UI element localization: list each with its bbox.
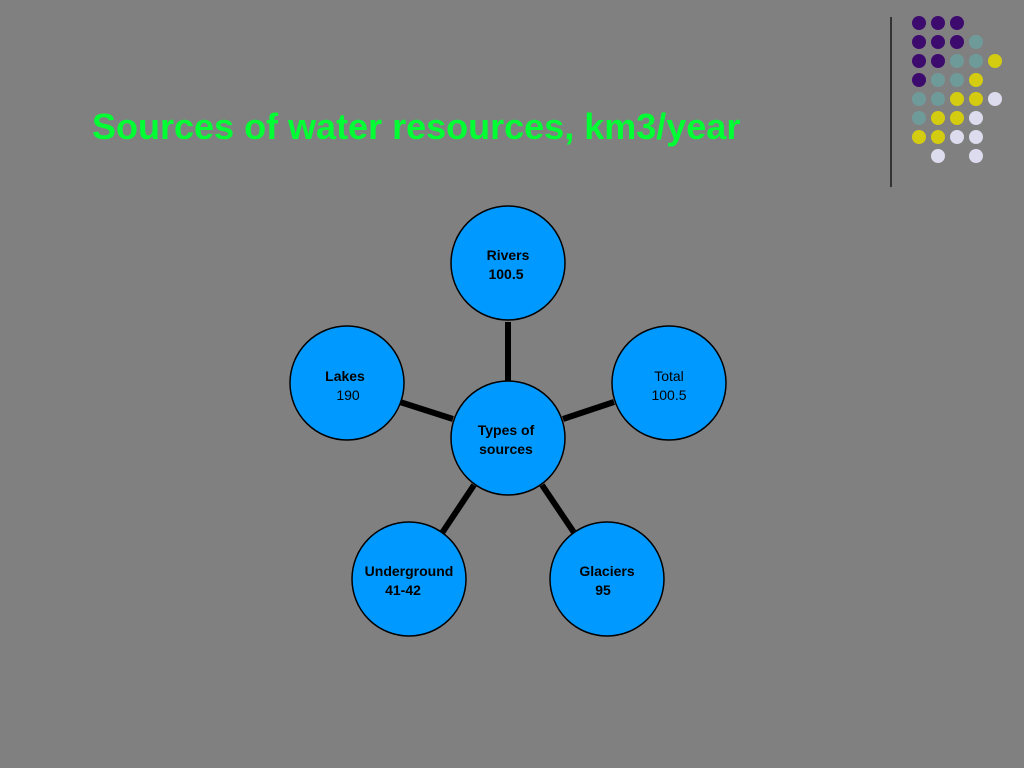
decor-dot xyxy=(969,73,983,87)
decor-dot xyxy=(931,16,945,30)
decor-dot xyxy=(969,149,983,163)
decor-dot xyxy=(950,111,964,125)
decor-dot xyxy=(931,149,945,163)
center-node-label-line2: sources xyxy=(479,441,533,457)
decor-dot xyxy=(912,130,926,144)
decor-dot xyxy=(988,92,1002,106)
node-total: Total 100.5 xyxy=(611,325,727,441)
node-total-value: 100.5 xyxy=(651,387,686,403)
node-rivers-value: 100.5 xyxy=(488,266,523,282)
node-underground-label: Underground xyxy=(365,563,454,579)
node-lakes-label: Lakes xyxy=(325,368,365,384)
node-glaciers-value: 95 xyxy=(595,582,611,598)
decor-dot xyxy=(950,16,964,30)
decor-dot xyxy=(988,54,1002,68)
connector-underground xyxy=(439,483,477,535)
node-glaciers-label: Glaciers xyxy=(579,563,634,579)
node-underground-value: 41-42 xyxy=(385,582,421,598)
slide-title: Sources of water resources, km3/year xyxy=(92,106,741,147)
node-underground: Underground 41-42 xyxy=(351,521,467,637)
decor-dot xyxy=(969,111,983,125)
node-glaciers: Glaciers 95 xyxy=(549,521,665,637)
node-rivers: Rivers 100.5 xyxy=(450,205,566,321)
decor-dot xyxy=(969,54,983,68)
decor-dot xyxy=(912,92,926,106)
node-lakes: Lakes 190 xyxy=(289,325,405,441)
decor-dot xyxy=(912,73,926,87)
title-divider-line xyxy=(890,17,892,187)
decor-dot xyxy=(969,130,983,144)
decor-dot xyxy=(950,92,964,106)
decor-dot xyxy=(969,35,983,49)
decor-dot xyxy=(950,130,964,144)
node-rivers-label: Rivers xyxy=(487,247,530,263)
decor-dot xyxy=(931,111,945,125)
connector-total xyxy=(562,399,615,422)
decor-dot xyxy=(931,54,945,68)
node-total-label: Total xyxy=(654,368,684,384)
decor-dot xyxy=(969,92,983,106)
connector-lakes xyxy=(399,399,454,422)
decor-dot xyxy=(950,54,964,68)
decor-dot xyxy=(931,35,945,49)
decor-dot xyxy=(912,54,926,68)
decor-dot xyxy=(950,35,964,49)
decorative-dot-grid xyxy=(912,16,1002,163)
decor-dot xyxy=(950,73,964,87)
decor-dot xyxy=(931,130,945,144)
decor-dot xyxy=(912,35,926,49)
decor-dot xyxy=(912,111,926,125)
decor-dot xyxy=(912,16,926,30)
center-node: Types of sources xyxy=(450,380,566,496)
decor-dot xyxy=(931,73,945,87)
center-node-label-line1: Types of xyxy=(478,422,535,438)
connector-glaciers xyxy=(539,483,578,536)
node-lakes-value: 190 xyxy=(336,387,360,403)
decor-dot xyxy=(931,92,945,106)
